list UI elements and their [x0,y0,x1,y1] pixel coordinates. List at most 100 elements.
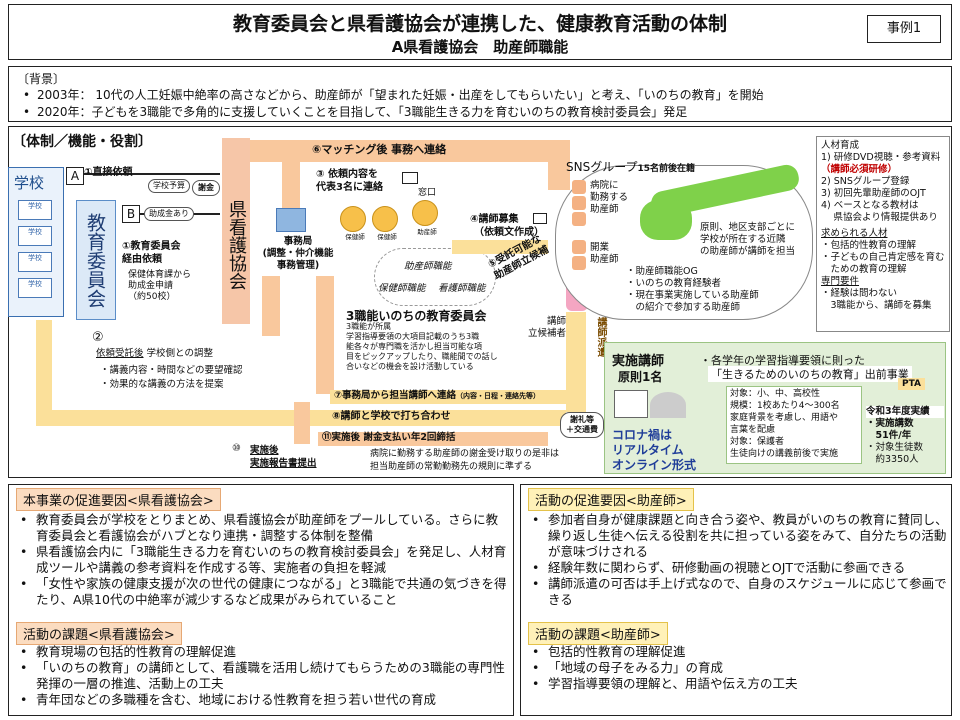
promo-assoc-heading: 本事業の促進要因<県看護協会> [16,488,221,511]
lecture-family: 家庭背景を考慮し、用語や [730,413,839,423]
required-item: ための教育の理解 [821,264,907,275]
background-box: 〔背景〕 2003年： 10代の人工妊娠中絶率の高さなどから、助産師が「望まれた… [8,66,952,122]
step6-label: マッチング後 事務へ連絡 [321,143,447,156]
required-item: ・包括的性教育の理解 [821,240,917,251]
step11-note: 病院に勤務する助産師の謝金受け取りの是非は 担当助産師の常勤勤務先の規則に準ずる [370,449,560,472]
step11-label: 実施後 謝金支払い年2回締括 [331,432,456,443]
title-box: 教育委員会と県看護協会が連携した、健康教育活動の体制 A県看護協会 助産師職能 … [8,4,952,60]
promo-mid-item: 経験年数に関わらず、研修動画の視聴とOJTで活動に参画できる [524,560,948,576]
mail-icon [402,172,418,184]
issue-mid-item: 包括的性教育の理解促進 [524,644,948,660]
lecture-heading: 実施講師 [612,354,665,369]
board-request-title: ①教育委員会 経由依頼 [122,241,181,265]
nurse-association: 県看護協会 [226,200,247,290]
issue-mid-item: 学習指導要領の理解と、用語や伝え方の工夫 [524,676,948,692]
lecture-detail-box [726,386,862,464]
background-heading: 〔背景〕 [17,72,66,86]
expertise-item: ・経験は問わない [821,288,898,299]
sns-title-sub: 15名前後在籍 [637,164,696,174]
training-item: 県協会より情報提供あり [821,212,938,223]
required-heading: 求められる人材 [821,228,888,239]
pta-badge: PTA [898,378,926,390]
midwife-person-icon [572,180,586,194]
step9-label: ⑨講師派遣 [595,306,606,357]
direct-request: ①直接依頼 [84,167,133,178]
window-label: 窓口 [418,188,437,198]
arrow-step6-left [282,162,300,210]
promo-assoc-item: 「女性や家族の健康支援が次の世代の健康につながる」と3職能で共通の気づきを得たり… [12,576,508,608]
school-building-icon: 学校 [18,278,52,298]
page-subtitle: A県看護協会 助産師職能 [391,38,569,56]
cloud-midwife: 助産師職能 [404,261,452,272]
results-item: ・実施講数 [866,418,914,429]
training-item: 4) ベースとなる教材は [821,200,919,211]
expertise-item: 3職能から、講師を募集 [821,300,932,311]
arrow-office-step7 [316,276,334,394]
arrow-step9 [566,312,586,412]
step11-num: ⑪ [322,432,332,443]
expertise-heading: 専門要件 [821,276,860,287]
route-b-tag: B [122,205,140,223]
step2-item: ・効果的な講義の方法を提案 [100,379,224,390]
arrow-office-down [262,276,280,336]
promo-mid-item: 講師派遣の可否は手上げ式なので、自身のスケジュールに応じて参画できる [524,576,948,608]
training-heading: 人材育成 [821,140,860,151]
lecture-policy2: 「生きるためのいのちの教育」出前事業 [708,366,912,382]
results-item: ・対象生徒数 [866,442,924,453]
three-profession-cloud [374,248,496,306]
midwife-person-icon [572,240,586,254]
rep-label: 保健師 [377,233,397,241]
arrow-step4 [452,240,548,254]
candidate-label: 講師 立候補者 [528,316,567,339]
school-label: 学校 [14,174,45,192]
step2-icon: ② [92,330,104,345]
issue-mid-heading: 活動の課題<助産師> [528,622,668,645]
board-request-body: 保健体育課から 助成金申請 （約50校） [128,270,192,302]
lecture-family2: 言葉を配慮 [730,425,776,435]
lecture-target: 対象：小、中、高校性 [730,389,821,399]
lecture-scale: 規模：1校あたり4〜300名 [730,401,840,411]
arrow-step6 [250,140,570,162]
school-building-icon: 学校 [18,200,52,220]
promo-mid-heading: 活動の促進要因<助産師> [528,488,694,511]
results-item: 51件/年 [866,430,912,441]
committee-body: 3職能が所属 学習指導要領の大項目記載のうち3職 能各々が専門職を活かし担当可能… [346,322,498,371]
required-item: ・子どもの自己肯定感を育む [821,252,945,263]
step3-label: ③ 依頼内容を 代表3名に連絡 [316,169,383,193]
step10-num: ⑩ [232,443,241,454]
monitor-icon [614,390,648,418]
step2-item: ・講義内容・時間などの要望確認 [100,365,243,376]
school-budget-wallet: 学校予算 [148,179,190,193]
issue-assoc-heading: 活動の課題<県看護協会> [16,622,182,645]
board-of-education: 教育委員会 [76,200,116,320]
promo-assoc-item: 教育委員会が学校をとりまとめ、県看護協会が助産師をプールしている。さらに教育委員… [12,512,508,544]
step4-sub: （依頼文作成） [474,227,544,238]
money-wallet-icon: 謝金 [192,180,220,196]
school-building-icon: 学校 [18,252,52,272]
training-item: 3) 初回先輩助産師のOJT [821,188,926,199]
training-item: （講師必須研修） [821,164,898,175]
mail-icon [533,213,547,224]
sns-item: ・助産師職能OG [626,266,698,277]
sns-title: SNSグループ [566,160,638,174]
midwife-person-icon [572,212,586,226]
representative-face-icon [412,200,438,226]
page-title: 教育委員会と県看護協会が連携した、健康教育活動の体制 [232,13,727,35]
midwife-person-icon [572,196,586,210]
office-building-icon [276,208,306,232]
training-item: 2) SNSグループ登録 [821,176,910,187]
sns-item: ・現在事業実施している助産師 [626,290,759,301]
nurse-association-bar [222,138,250,324]
results-title: 令和3年度実績 [866,406,944,418]
step8-label: ⑧講師と学校で打ち合わせ [332,411,451,422]
step6-num: ⑥ [312,143,322,156]
arrow-step7 [330,390,566,404]
school-building-icon: 学校 [18,226,52,246]
training-item: 1) 研修DVD視聴・参考資料 [821,152,941,163]
rep-label: 保健師 [345,233,365,241]
office-label: 事務局 (調整・仲介機能 事務管理) [262,236,334,271]
route-a-tag: A [66,167,84,185]
speaker-icon [650,392,686,418]
background-item: 2020年：子どもを3職能で多角的に支援していくことを目指して、「3職能生きる力… [17,104,943,121]
issue-assoc-item: 教育現場の包括的性教育の理解促進 [12,644,508,660]
